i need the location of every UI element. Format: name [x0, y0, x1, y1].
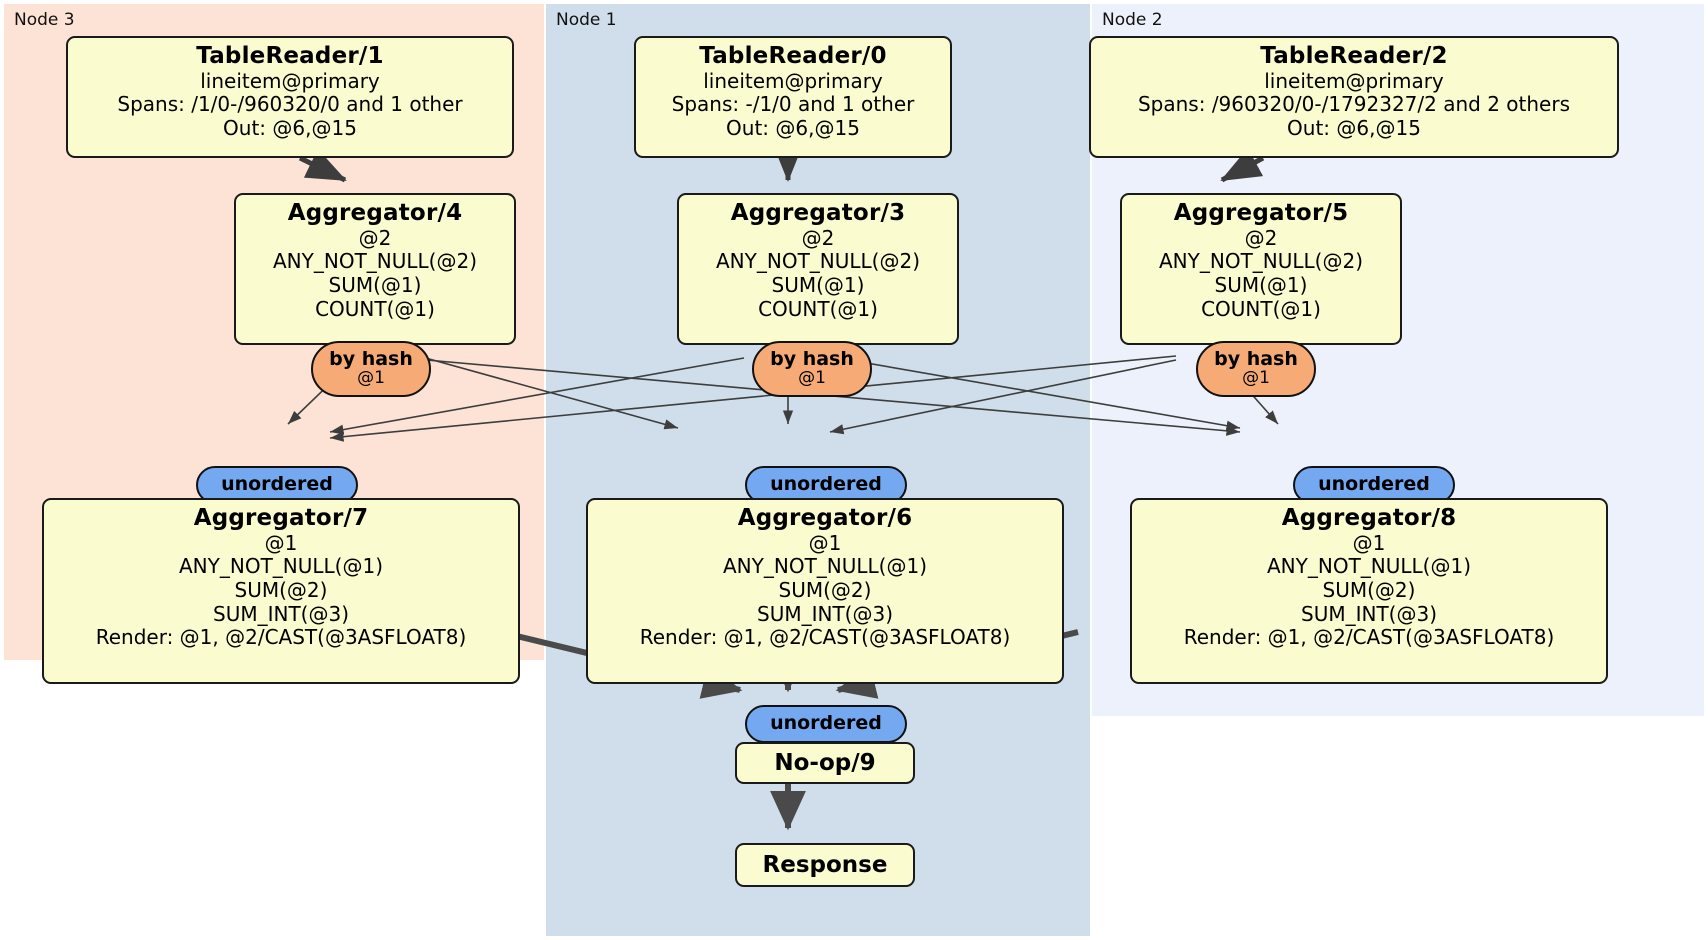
processor-detail-index: lineitem@primary — [200, 68, 380, 93]
synchronizer-unordered-left[interactable]: unordered — [196, 466, 358, 504]
processor-tablereader-0[interactable]: TableReader/0 lineitem@primary Spans: -/… — [634, 36, 952, 158]
synchronizer-unordered-center[interactable]: unordered — [745, 466, 907, 504]
router-column: @1 — [357, 368, 385, 389]
processor-detail-agg1: ANY_NOT_NULL(@2) — [1159, 249, 1363, 274]
processor-title: Aggregator/8 — [1281, 505, 1457, 531]
processor-detail-agg3: SUM_INT(@3) — [213, 601, 349, 626]
processor-aggregator-5[interactable]: Aggregator/5 @2 ANY_NOT_NULL(@2) SUM(@1)… — [1120, 193, 1402, 345]
processor-detail-agg2: SUM(@2) — [778, 577, 872, 602]
node-panel-label-node3: Node 3 — [14, 10, 75, 30]
processor-detail-agg3: COUNT(@1) — [1201, 296, 1321, 321]
router-by-hash-left[interactable]: by hash @1 — [311, 341, 431, 397]
processor-detail-groupcol: @1 — [808, 530, 842, 555]
processor-title: Aggregator/4 — [287, 200, 463, 226]
processor-noop-9[interactable]: No-op/9 — [735, 742, 915, 784]
processor-detail-groupcol: @2 — [801, 225, 835, 250]
router-title: by hash — [1214, 348, 1298, 371]
processor-aggregator-6[interactable]: Aggregator/6 @1 ANY_NOT_NULL(@1) SUM(@2)… — [586, 498, 1064, 684]
processor-title: Aggregator/3 — [730, 200, 906, 226]
processor-detail-render: Render: @1, @2/CAST(@3ASFLOAT8) — [95, 625, 467, 650]
synchronizer-label: unordered — [770, 473, 882, 496]
processor-detail-agg2: SUM(@1) — [771, 272, 865, 297]
processor-detail-agg1: ANY_NOT_NULL(@2) — [273, 249, 477, 274]
processor-detail-out: Out: @6,@15 — [223, 115, 357, 140]
synchronizer-label: unordered — [221, 473, 333, 496]
processor-detail-render: Render: @1, @2/CAST(@3ASFLOAT8) — [1183, 625, 1555, 650]
processor-detail-agg2: SUM(@1) — [328, 272, 422, 297]
processor-detail-agg2: SUM(@1) — [1214, 272, 1308, 297]
processor-detail-agg1: ANY_NOT_NULL(@2) — [716, 249, 920, 274]
router-by-hash-center[interactable]: by hash @1 — [752, 341, 872, 397]
processor-detail-agg1: ANY_NOT_NULL(@1) — [179, 554, 383, 579]
router-column: @1 — [798, 368, 826, 389]
router-title: by hash — [329, 348, 413, 371]
processor-aggregator-7[interactable]: Aggregator/7 @1 ANY_NOT_NULL(@1) SUM(@2)… — [42, 498, 520, 684]
processor-title: Aggregator/5 — [1173, 200, 1349, 226]
processor-detail-groupcol: @2 — [1244, 225, 1278, 250]
processor-detail-out: Out: @6,@15 — [726, 115, 860, 140]
node-panel-label-node2: Node 2 — [1102, 10, 1163, 30]
processor-detail-agg1: ANY_NOT_NULL(@1) — [723, 554, 927, 579]
processor-aggregator-8[interactable]: Aggregator/8 @1 ANY_NOT_NULL(@1) SUM(@2)… — [1130, 498, 1608, 684]
processor-detail-agg1: ANY_NOT_NULL(@1) — [1267, 554, 1471, 579]
router-by-hash-right[interactable]: by hash @1 — [1196, 341, 1316, 397]
processor-title: TableReader/2 — [1260, 43, 1448, 69]
processor-detail-spans: Spans: /1/0-/960320/0 and 1 other — [117, 92, 463, 117]
processor-detail-groupcol: @2 — [358, 225, 392, 250]
processor-detail-groupcol: @1 — [264, 530, 298, 555]
node-panel-label-node1: Node 1 — [556, 10, 617, 30]
processor-title: Response — [762, 852, 888, 878]
processor-tablereader-1[interactable]: TableReader/1 lineitem@primary Spans: /1… — [66, 36, 514, 158]
processor-aggregator-4[interactable]: Aggregator/4 @2 ANY_NOT_NULL(@2) SUM(@1)… — [234, 193, 516, 345]
processor-tablereader-2[interactable]: TableReader/2 lineitem@primary Spans: /9… — [1089, 36, 1619, 158]
processor-detail-out: Out: @6,@15 — [1287, 115, 1421, 140]
processor-title: Aggregator/7 — [193, 505, 369, 531]
processor-detail-agg2: SUM(@2) — [1322, 577, 1416, 602]
processor-detail-index: lineitem@primary — [1264, 68, 1444, 93]
processor-detail-agg3: SUM_INT(@3) — [1301, 601, 1437, 626]
processor-detail-groupcol: @1 — [1352, 530, 1386, 555]
router-column: @1 — [1242, 368, 1270, 389]
processor-detail-spans: Spans: -/1/0 and 1 other — [671, 92, 915, 117]
synchronizer-label: unordered — [770, 712, 882, 735]
processor-response[interactable]: Response — [735, 843, 915, 887]
processor-aggregator-3[interactable]: Aggregator/3 @2 ANY_NOT_NULL(@2) SUM(@1)… — [677, 193, 959, 345]
processor-title: Aggregator/6 — [737, 505, 913, 531]
processor-detail-render: Render: @1, @2/CAST(@3ASFLOAT8) — [639, 625, 1011, 650]
processor-detail-spans: Spans: /960320/0-/1792327/2 and 2 others — [1137, 92, 1570, 117]
processor-title: No-op/9 — [774, 750, 876, 776]
processor-detail-agg3: COUNT(@1) — [315, 296, 435, 321]
synchronizer-label: unordered — [1318, 473, 1430, 496]
processor-title: TableReader/0 — [699, 43, 887, 69]
synchronizer-unordered-final[interactable]: unordered — [745, 705, 907, 743]
processor-detail-index: lineitem@primary — [703, 68, 883, 93]
processor-title: TableReader/1 — [196, 43, 384, 69]
router-title: by hash — [770, 348, 854, 371]
processor-detail-agg2: SUM(@2) — [234, 577, 328, 602]
processor-detail-agg3: COUNT(@1) — [758, 296, 878, 321]
processor-detail-agg3: SUM_INT(@3) — [757, 601, 893, 626]
